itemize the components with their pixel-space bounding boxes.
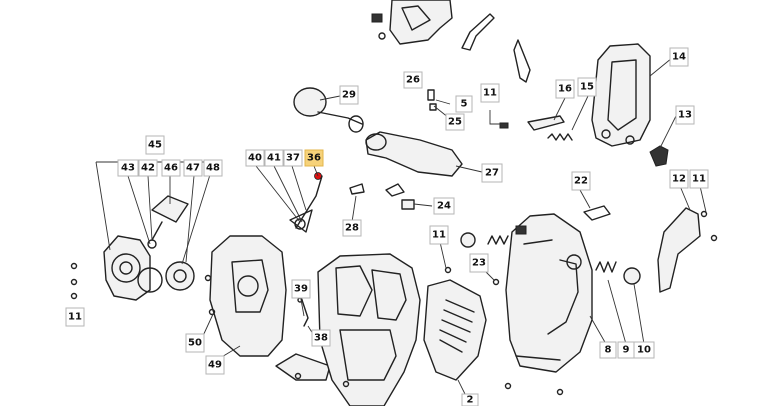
callout-23[interactable]: 23 <box>469 253 489 273</box>
callout-22[interactable]: 22 <box>571 171 591 191</box>
svg-text:43: 43 <box>121 163 135 174</box>
svg-text:45: 45 <box>148 140 162 151</box>
top-bracket-part <box>461 13 531 83</box>
screw-set <box>70 210 718 396</box>
callout-38[interactable]: 38 <box>311 329 331 347</box>
callout-40[interactable]: 40 <box>245 149 265 167</box>
svg-text:38: 38 <box>314 333 328 344</box>
svg-text:8: 8 <box>605 345 612 356</box>
callout-14[interactable]: 14 <box>669 47 689 67</box>
throttle-cable-part <box>289 172 323 233</box>
callout-36[interactable]: 36 <box>304 149 324 167</box>
callout-13[interactable]: 13 <box>675 105 695 125</box>
svg-text:49: 49 <box>208 360 222 371</box>
svg-text:39: 39 <box>294 284 308 295</box>
small-clip-part <box>349 183 415 210</box>
svg-text:16: 16 <box>558 84 572 95</box>
callout-9[interactable]: 9 <box>617 341 635 359</box>
svg-text:42: 42 <box>141 163 155 174</box>
callout-28[interactable]: 28 <box>342 219 362 237</box>
svg-text:13: 13 <box>678 110 692 121</box>
svg-text:12: 12 <box>672 174 686 185</box>
callout-2[interactable]: 2 <box>461 393 479 406</box>
callout-11d[interactable]: 11 <box>65 307 85 327</box>
fuel-tank-part <box>365 131 463 177</box>
svg-text:11: 11 <box>68 312 82 323</box>
rear-handle-part <box>591 43 651 147</box>
svg-text:50: 50 <box>188 338 202 349</box>
svg-text:46: 46 <box>164 163 178 174</box>
callout-11b[interactable]: 11 <box>689 169 709 189</box>
svg-text:22: 22 <box>574 176 588 187</box>
starter-pulley-part <box>137 261 195 293</box>
svg-text:14: 14 <box>672 52 686 63</box>
svg-text:28: 28 <box>345 223 359 234</box>
svg-text:29: 29 <box>342 90 356 101</box>
svg-text:9: 9 <box>623 345 630 356</box>
callout-10[interactable]: 10 <box>633 341 655 359</box>
svg-text:11: 11 <box>692 174 706 185</box>
callout-48[interactable]: 48 <box>203 159 223 177</box>
starter-handle-part <box>147 195 189 249</box>
svg-text:5: 5 <box>461 99 468 110</box>
bracket-part <box>657 207 701 293</box>
callout-45[interactable]: 45 <box>145 135 165 155</box>
callout-41[interactable]: 41 <box>264 149 284 167</box>
svg-text:41: 41 <box>267 153 281 164</box>
svg-text:10: 10 <box>637 345 651 356</box>
spring-part <box>595 261 641 285</box>
svg-text:11: 11 <box>432 230 446 241</box>
svg-text:24: 24 <box>437 201 451 212</box>
svg-text:36: 36 <box>307 153 321 164</box>
engine-shroud-part <box>209 235 287 357</box>
callout-37[interactable]: 37 <box>283 149 303 167</box>
callout-47[interactable]: 47 <box>183 159 203 177</box>
main-frame-part <box>505 213 593 373</box>
leader-lines <box>95 57 707 397</box>
svg-text:25: 25 <box>448 117 462 128</box>
trigger-part <box>499 115 573 141</box>
callout-5[interactable]: 5 <box>455 95 473 113</box>
cylinder-part <box>460 225 527 248</box>
clip-22-part <box>583 205 611 221</box>
engine-block-part <box>317 253 421 406</box>
svg-text:48: 48 <box>206 163 220 174</box>
callout-43[interactable]: 43 <box>117 159 139 177</box>
callout-26[interactable]: 26 <box>403 71 423 89</box>
svg-text:40: 40 <box>248 153 262 164</box>
svg-text:26: 26 <box>406 75 420 86</box>
fuel-cap-part <box>293 87 364 133</box>
callout-25[interactable]: 25 <box>445 113 465 131</box>
callout-11c[interactable]: 11 <box>429 225 449 245</box>
callout-29[interactable]: 29 <box>339 85 359 105</box>
svg-text:47: 47 <box>186 163 200 174</box>
callout-49[interactable]: 49 <box>205 355 225 375</box>
callout-39[interactable]: 39 <box>291 279 311 299</box>
svg-text:11: 11 <box>483 88 497 99</box>
callout-46[interactable]: 46 <box>161 159 181 177</box>
svg-text:27: 27 <box>485 168 499 179</box>
svg-text:15: 15 <box>580 82 594 93</box>
callout-15[interactable]: 15 <box>577 77 597 97</box>
callout-12[interactable]: 12 <box>669 169 689 189</box>
callout-42[interactable]: 42 <box>138 159 158 177</box>
small-screw-part <box>427 89 437 111</box>
callout-27[interactable]: 27 <box>481 163 503 183</box>
callout-11[interactable]: 11 <box>480 83 500 103</box>
svg-text:23: 23 <box>472 258 486 269</box>
svg-text:37: 37 <box>286 153 300 164</box>
callout-16[interactable]: 16 <box>555 79 575 99</box>
callout-8[interactable]: 8 <box>599 341 617 359</box>
callout-24[interactable]: 24 <box>433 197 455 215</box>
shroud-bottom-plate-part <box>275 353 331 381</box>
top-housing-part <box>371 0 453 45</box>
air-filter-cover-part <box>423 279 487 381</box>
knob-part <box>649 145 669 167</box>
callout-50[interactable]: 50 <box>185 333 205 353</box>
svg-text:2: 2 <box>467 395 474 406</box>
callout-labels: 14 26 5 25 29 11 16 15 13 45 40 41 37 36… <box>65 47 709 406</box>
